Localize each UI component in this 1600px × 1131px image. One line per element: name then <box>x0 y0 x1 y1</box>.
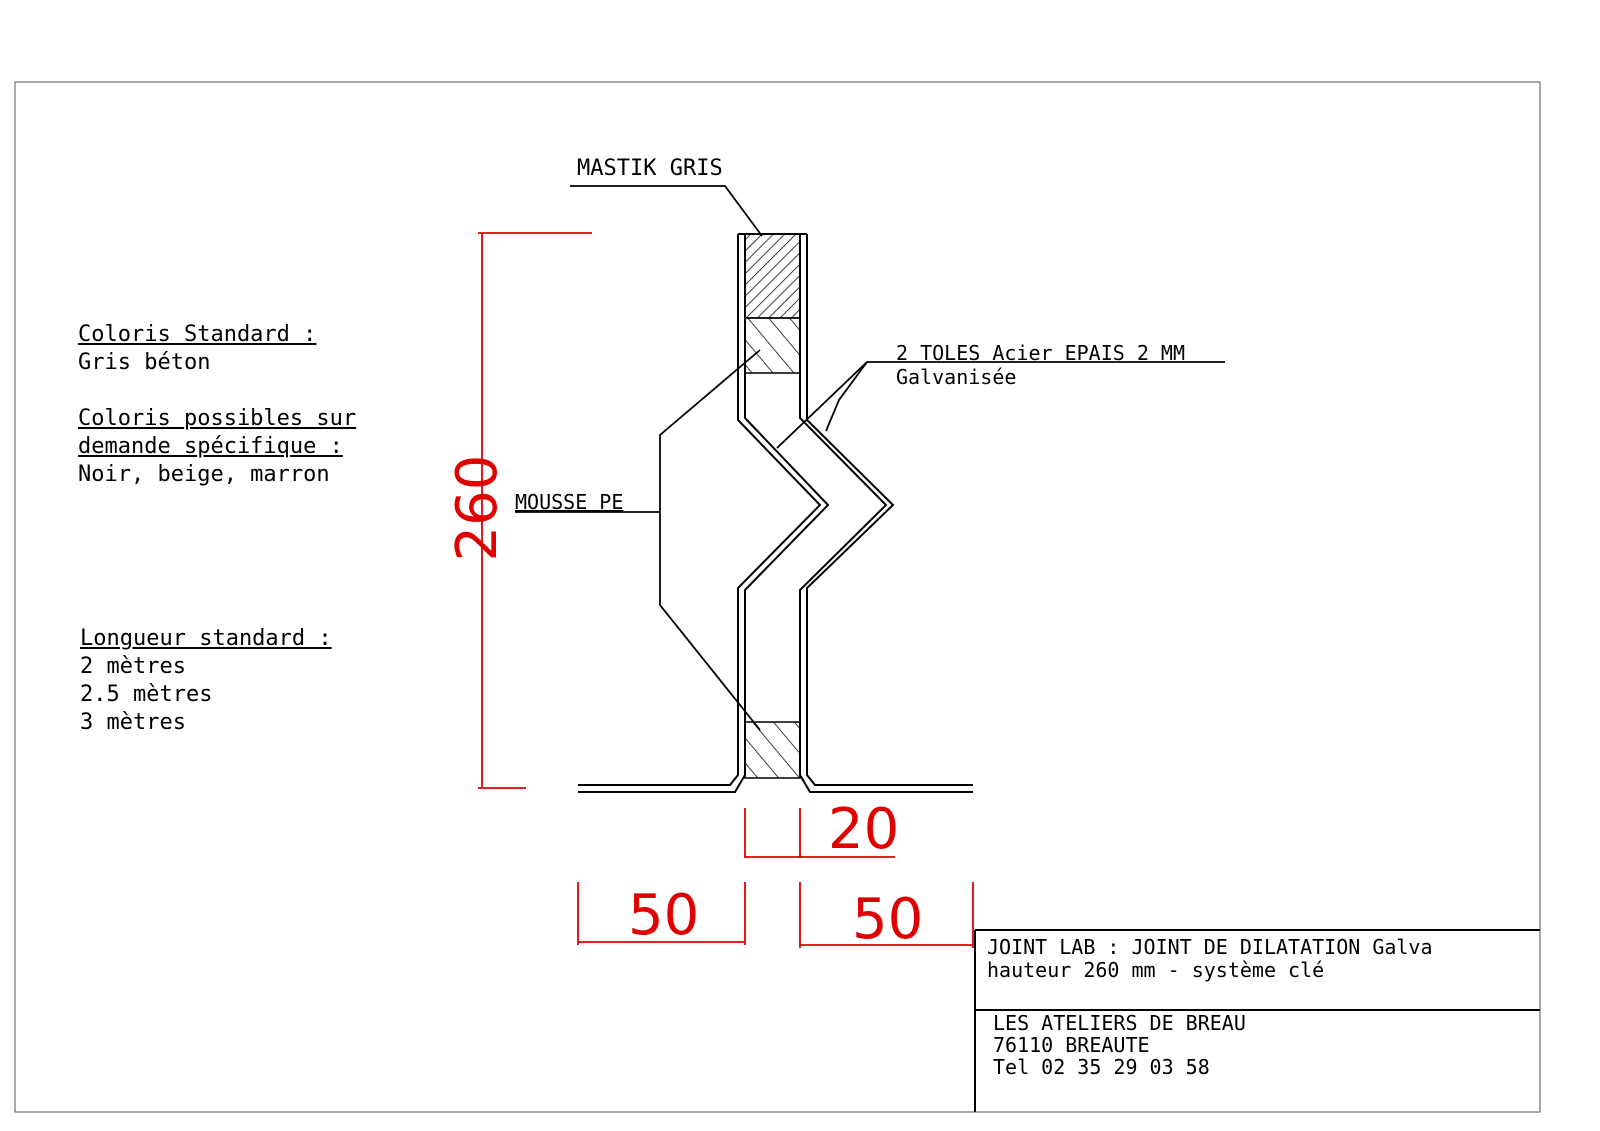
coloris-standard-title: Coloris Standard : <box>78 322 317 347</box>
title-block <box>974 929 1540 1112</box>
foam-bottom <box>744 721 801 779</box>
coloris-possibles-title-2: demande spécifique : <box>78 434 343 459</box>
dimension-lines <box>478 232 974 948</box>
label-galvanisee: Galvanisée <box>896 365 1017 389</box>
company-address: 76110 BREAUTE <box>993 1033 1150 1057</box>
longueur-title: Longueur standard : <box>80 626 332 651</box>
coloris-possibles-value: Noir, beige, marron <box>78 462 330 487</box>
foam-top <box>744 317 801 374</box>
longueur-item: 2.5 mètres <box>80 682 213 707</box>
dimension-height: 260 <box>445 454 510 562</box>
company-phone: Tel 02 35 29 03 58 <box>993 1055 1210 1079</box>
label-mastik: MASTIK GRIS <box>577 156 723 181</box>
coloris-standard-value: Gris béton <box>78 350 211 375</box>
mastik-fill <box>744 233 801 319</box>
company-name: LES ATELIERS DE BREAU <box>993 1011 1246 1035</box>
longueur-item: 2 mètres <box>80 654 186 679</box>
dimension-flange-left: 50 <box>628 883 700 948</box>
leader-lines <box>515 185 1225 731</box>
label-mousse: MOUSSE PE <box>515 490 624 514</box>
label-toles: 2 TOLES Acier EPAIS 2 MM <box>896 341 1185 365</box>
dimension-flange-right: 50 <box>852 887 924 952</box>
sheet-border <box>14 81 1541 1113</box>
coloris-possibles-title-1: Coloris possibles sur <box>78 406 357 431</box>
title-line-1: JOINT LAB : JOINT DE DILATATION Galva <box>987 935 1433 959</box>
dimension-gap: 20 <box>828 797 900 862</box>
longueur-item: 3 mètres <box>80 710 186 735</box>
title-line-2: hauteur 260 mm - système clé <box>987 958 1325 982</box>
